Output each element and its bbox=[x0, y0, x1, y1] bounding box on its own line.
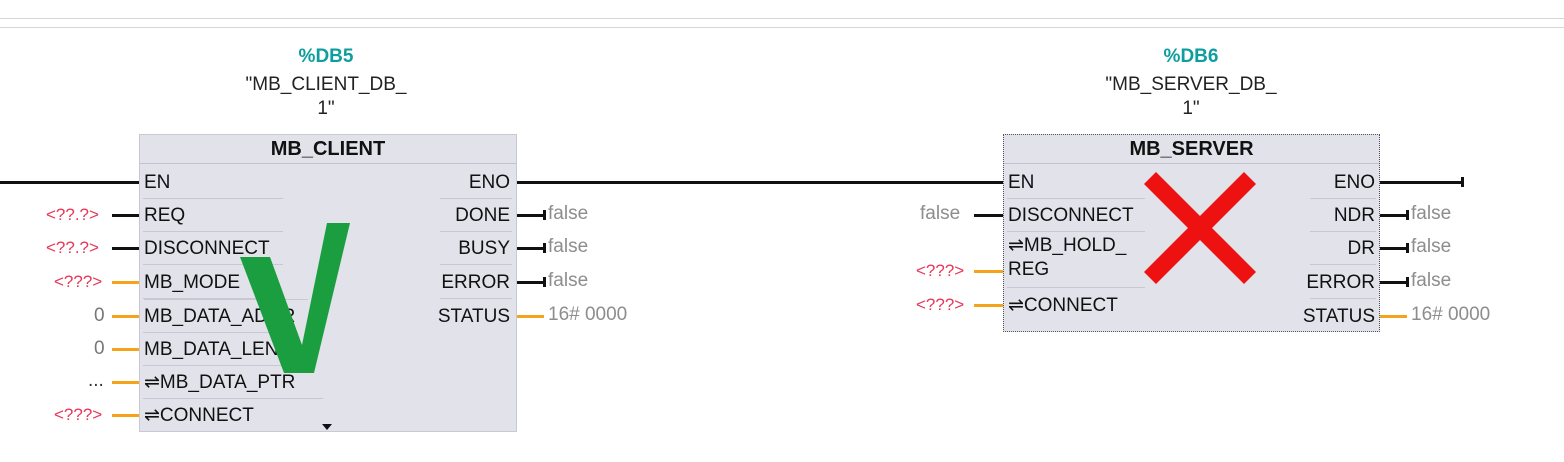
server-pin-dr: DR bbox=[1347, 238, 1375, 259]
check-mark-icon bbox=[240, 223, 350, 373]
server-connect-value[interactable]: <???> bbox=[916, 295, 965, 314]
client-pin-connect: ⇌CONNECT bbox=[144, 405, 254, 426]
server-db-name-line2: 1" bbox=[1182, 98, 1200, 119]
server-pin-status: STATUS bbox=[1302, 306, 1375, 327]
client-busy-wire[interactable] bbox=[517, 247, 545, 250]
client-disconnect-wire[interactable] bbox=[112, 247, 139, 250]
client-done-wire[interactable] bbox=[517, 214, 545, 217]
client-mb-data-len-value[interactable]: 0 bbox=[94, 338, 105, 359]
client-mb-mode-wire[interactable] bbox=[112, 281, 139, 284]
client-db-number: %DB5 bbox=[298, 46, 354, 67]
server-disconnect-value[interactable]: false bbox=[920, 203, 961, 224]
client-req-wire[interactable] bbox=[112, 214, 139, 217]
server-connect-wire[interactable] bbox=[974, 304, 1003, 307]
client-mb-data-ptr-wire[interactable] bbox=[112, 381, 139, 384]
client-connect-value[interactable]: <???> bbox=[54, 405, 103, 424]
client-mb-data-addr-value[interactable]: 0 bbox=[94, 305, 105, 326]
client-error-wire[interactable] bbox=[517, 281, 545, 284]
server-pin-error: ERROR bbox=[1306, 272, 1375, 293]
server-db-number: %DB6 bbox=[1163, 46, 1219, 67]
client-mb-data-ptr-value[interactable]: ... bbox=[88, 370, 104, 391]
server-pin-ndr: NDR bbox=[1333, 205, 1375, 226]
power-rail-wire-in[interactable] bbox=[0, 181, 139, 184]
client-status-wire[interactable] bbox=[517, 315, 544, 318]
client-mb-mode-value[interactable]: <???> bbox=[54, 272, 103, 291]
mb-server-title: MB_SERVER bbox=[1004, 135, 1379, 164]
server-pin-disconnect: DISCONNECT bbox=[1008, 205, 1134, 226]
top-divider bbox=[0, 18, 1564, 19]
server-pin-connect: ⇌CONNECT bbox=[1008, 295, 1118, 316]
client-req-value[interactable]: <??.?> bbox=[46, 205, 99, 224]
server-ndr-wire[interactable] bbox=[1380, 214, 1408, 217]
client-pin-busy: BUSY bbox=[458, 238, 510, 259]
client-mb-data-len-wire[interactable] bbox=[112, 348, 139, 351]
server-status-value[interactable]: 16# 0000 bbox=[1411, 304, 1491, 325]
client-pin-error: ERROR bbox=[441, 272, 510, 293]
top-divider-2 bbox=[0, 27, 1564, 28]
server-eno-wire[interactable] bbox=[1380, 181, 1464, 184]
eno-to-en-wire[interactable] bbox=[517, 181, 1003, 184]
client-pin-eno: ENO bbox=[468, 172, 510, 193]
server-error-value[interactable]: false bbox=[1411, 270, 1452, 291]
cross-mark-icon bbox=[1143, 171, 1257, 285]
server-mb-hold-reg-value[interactable]: <???> bbox=[916, 261, 965, 280]
client-db-name-line2: 1" bbox=[317, 98, 335, 119]
client-pin-done: DONE bbox=[455, 205, 510, 226]
client-pin-en: EN bbox=[144, 172, 171, 193]
server-dr-value[interactable]: false bbox=[1411, 236, 1452, 257]
server-pin-eno: ENO bbox=[1333, 172, 1375, 193]
client-pin-status: STATUS bbox=[437, 306, 510, 327]
client-pin-mb-data-ptr: ⇌MB_DATA_PTR bbox=[144, 372, 296, 393]
client-pin-mb-mode: MB_MODE bbox=[144, 272, 241, 293]
client-done-value[interactable]: false bbox=[548, 203, 589, 224]
client-pin-mb-data-len: MB_DATA_LEN bbox=[144, 339, 279, 360]
client-busy-value[interactable]: false bbox=[548, 236, 589, 257]
client-mb-data-addr-wire[interactable] bbox=[112, 315, 139, 318]
client-disconnect-value[interactable]: <??.?> bbox=[46, 238, 99, 257]
client-pin-req: REQ bbox=[144, 205, 186, 226]
server-error-wire[interactable] bbox=[1380, 281, 1408, 284]
server-ndr-value[interactable]: false bbox=[1411, 203, 1452, 224]
client-pin-disconnect: DISCONNECT bbox=[144, 238, 270, 259]
client-status-value[interactable]: 16# 0000 bbox=[548, 304, 628, 325]
client-error-value[interactable]: false bbox=[548, 270, 589, 291]
server-pin-mb-hold-reg-1: ⇌MB_HOLD_ bbox=[1008, 235, 1127, 256]
server-status-wire[interactable] bbox=[1380, 315, 1407, 318]
client-connect-wire[interactable] bbox=[112, 414, 139, 417]
server-pin-mb-hold-reg-2: REG bbox=[1008, 259, 1050, 280]
server-dr-wire[interactable] bbox=[1380, 247, 1408, 250]
server-db-name-line1: "MB_SERVER_DB_ bbox=[1105, 74, 1277, 95]
client-pin-mb-data-addr: MB_DATA_ADDR bbox=[144, 306, 296, 327]
server-disconnect-wire[interactable] bbox=[974, 214, 1003, 217]
client-expand-dropdown[interactable] bbox=[322, 424, 332, 430]
server-mb-hold-reg-wire[interactable] bbox=[974, 270, 1003, 273]
mb-client-title: MB_CLIENT bbox=[140, 135, 516, 164]
server-pin-en: EN bbox=[1008, 172, 1035, 193]
client-db-name-line1: "MB_CLIENT_DB_ bbox=[245, 74, 407, 95]
